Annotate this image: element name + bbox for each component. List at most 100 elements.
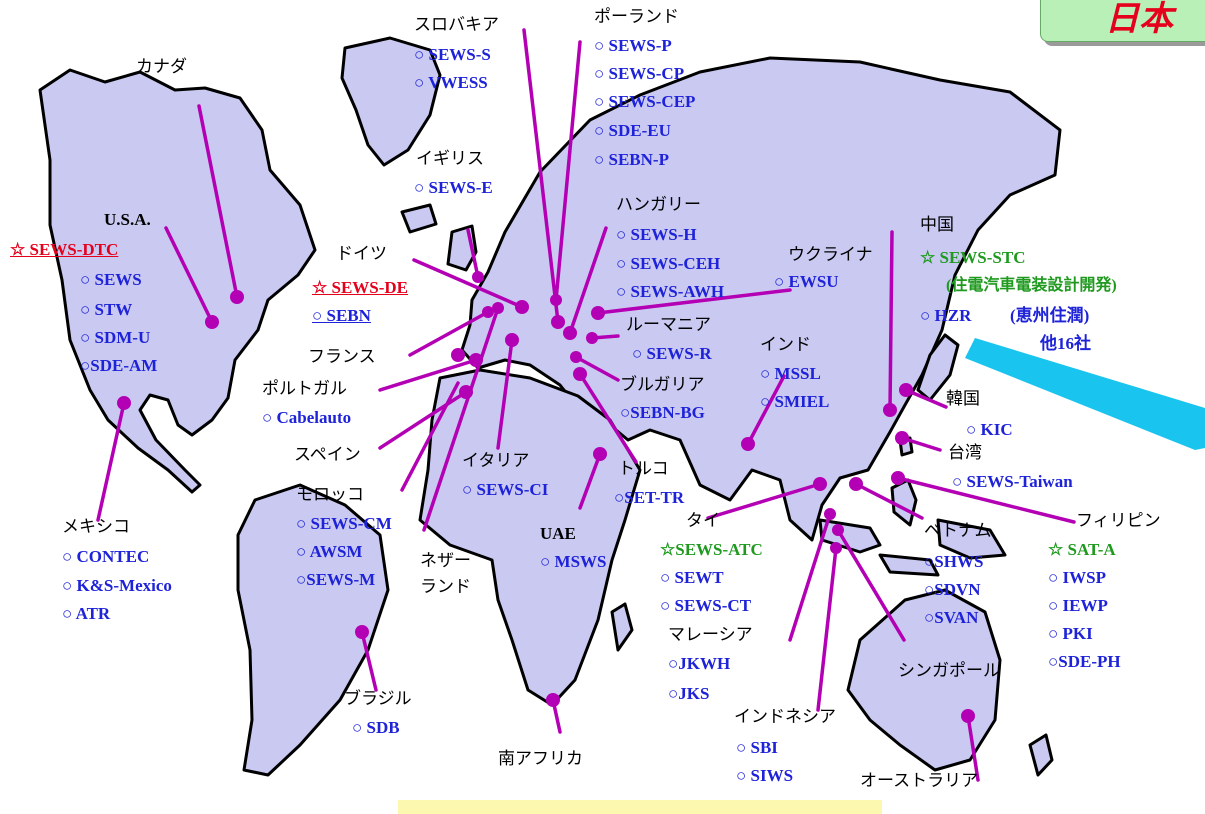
poland-site-sews-p: ○ SEWS-P bbox=[594, 36, 672, 55]
india-site-smiel: ○ SMIEL bbox=[760, 392, 830, 411]
mexico-site-atr: ○ ATR bbox=[62, 604, 111, 623]
leader-france bbox=[408, 310, 490, 357]
poland-site-sde-eu: ○ SDE-EU bbox=[594, 121, 671, 140]
vietnam-site-sdvn: ○SDVN bbox=[924, 580, 981, 599]
label-australia: オーストラリア bbox=[860, 771, 979, 791]
italy-site-sews-ci: ○ SEWS-CI bbox=[462, 480, 549, 499]
dot-vietnam bbox=[849, 477, 863, 491]
uk-site-sews-e: ○ SEWS-E bbox=[414, 178, 493, 197]
morocco-site-sews-cm: ○ SEWS-CM bbox=[296, 514, 392, 533]
dot-uae bbox=[593, 447, 607, 461]
label-vietnam: ベトナム bbox=[924, 521, 992, 541]
label-italy: イタリア bbox=[462, 451, 530, 471]
label-china: 中国 bbox=[920, 215, 954, 235]
dot-indonesia bbox=[830, 542, 842, 554]
portugal-site-cabelauto: ○ Cabelauto bbox=[262, 408, 352, 427]
poland-site-sebn-p: ○ SEBN-P bbox=[594, 150, 669, 169]
hungary-site-sews-ceh: ○ SEWS-CEH bbox=[616, 254, 721, 273]
philippines-site-iwsp: ○ IWSP bbox=[1048, 568, 1106, 587]
leader-philippines bbox=[896, 476, 1076, 524]
leader-germany bbox=[412, 258, 524, 309]
label-usa: U.S.A. bbox=[104, 210, 151, 229]
dot-south-africa bbox=[546, 693, 560, 707]
dot-india bbox=[741, 437, 755, 451]
greenland-landmass bbox=[340, 36, 442, 167]
label-spain: スペイン bbox=[294, 445, 361, 465]
dot-ukraine bbox=[591, 306, 605, 320]
label-uae: UAE bbox=[540, 524, 576, 543]
label-bulgaria: ブルガリア bbox=[620, 375, 705, 395]
slovakia-site-sews-s: ○ SEWS-S bbox=[414, 45, 491, 64]
leader-uk bbox=[466, 228, 480, 279]
dot-netherlands bbox=[492, 302, 504, 314]
indonesia-site-sbi: ○ SBI bbox=[736, 738, 778, 757]
leader-australia bbox=[966, 714, 980, 782]
dot-malaysia bbox=[824, 508, 836, 520]
label-singapore: シンガポール bbox=[898, 661, 1000, 681]
corner-title-box: 日本 bbox=[1040, 0, 1205, 42]
germany-site-sebn: ○ SEBN bbox=[312, 306, 371, 325]
dot-usa bbox=[205, 315, 219, 329]
usa-site-stw: ○ STW bbox=[80, 300, 133, 319]
dot-australia bbox=[961, 709, 975, 723]
india-site-mssl: ○ MSSL bbox=[760, 364, 821, 383]
dot-france bbox=[482, 306, 494, 318]
dot-romania bbox=[586, 332, 598, 344]
new-zealand-landmass bbox=[1028, 733, 1054, 777]
label-morocco: モロッコ bbox=[296, 485, 364, 505]
vietnam-site-shws: ○SHWS bbox=[924, 552, 984, 571]
usa-site-sdm-u: ○ SDM-U bbox=[80, 328, 151, 347]
leader-ukraine bbox=[596, 288, 792, 315]
china-rhq-sews-stc: ☆ SEWS-STC bbox=[920, 248, 1026, 267]
usa-site-sde-am: ○SDE-AM bbox=[80, 356, 158, 375]
leader-hungary bbox=[568, 226, 608, 335]
poland-site-sews-cp: ○ SEWS-CP bbox=[594, 64, 685, 83]
thailand-site-sewt: ○ SEWT bbox=[660, 568, 724, 587]
china-site-hzr-note: (恵州住潤) bbox=[1010, 306, 1090, 325]
leader-canada bbox=[197, 104, 239, 299]
leader-indonesia bbox=[816, 546, 838, 712]
label-south-africa: 南アフリカ bbox=[498, 749, 583, 769]
leader-brazil bbox=[360, 630, 378, 692]
label-malaysia: マレーシア bbox=[668, 625, 753, 645]
malaysia-site-jkwh: ○JKWH bbox=[668, 654, 731, 673]
label-canada: カナダ bbox=[136, 57, 187, 77]
leader-singapore bbox=[836, 528, 906, 642]
label-korea: 韓国 bbox=[946, 389, 980, 409]
label-slovakia: スロバキア bbox=[414, 15, 499, 35]
leader-turkey bbox=[578, 372, 638, 464]
leader-uae bbox=[578, 452, 602, 510]
south-america-landmass bbox=[236, 483, 390, 777]
hungary-site-sews-h: ○ SEWS-H bbox=[616, 225, 697, 244]
label-germany: ドイツ bbox=[336, 244, 387, 264]
leader-vietnam bbox=[854, 482, 924, 520]
hungary-site-sews-awh: ○ SEWS-AWH bbox=[616, 282, 725, 301]
label-philippines: フィリピン bbox=[1076, 511, 1161, 531]
leader-china bbox=[888, 230, 894, 412]
leader-spain bbox=[378, 390, 468, 450]
japan-landmass bbox=[916, 333, 960, 402]
label-netherlands: ネザー ランド bbox=[420, 551, 471, 597]
dot-slovakia bbox=[551, 315, 565, 329]
dot-china bbox=[883, 403, 897, 417]
leader-portugal bbox=[378, 358, 478, 392]
mexico-site-ks-mexico: ○ K&S-Mexico bbox=[62, 576, 172, 595]
dot-portugal bbox=[469, 353, 483, 367]
label-thailand: タイ bbox=[686, 511, 720, 531]
australia-landmass bbox=[846, 588, 1002, 772]
label-uk: イギリス bbox=[416, 149, 484, 169]
label-indonesia: インドネシア bbox=[734, 707, 836, 727]
morocco-site-sews-m: ○SEWS-M bbox=[296, 570, 376, 589]
thailand-site-sews-ct: ○ SEWS-CT bbox=[660, 596, 752, 615]
leader-mexico bbox=[96, 401, 126, 522]
location-dots bbox=[117, 271, 975, 723]
uae-site-msws: ○ MSWS bbox=[540, 552, 607, 571]
dot-uk bbox=[472, 271, 484, 283]
label-brazil: ブラジル bbox=[344, 689, 412, 709]
turkey-site-set-tr: ○SET-TR bbox=[614, 488, 685, 507]
dot-poland bbox=[550, 294, 562, 306]
madagascar-landmass bbox=[610, 602, 634, 652]
yellow-bar bbox=[398, 800, 882, 814]
japan-pointer-arrow bbox=[965, 338, 1205, 450]
germany-hq-sews-de: ☆ SEWS-DE bbox=[312, 278, 409, 297]
